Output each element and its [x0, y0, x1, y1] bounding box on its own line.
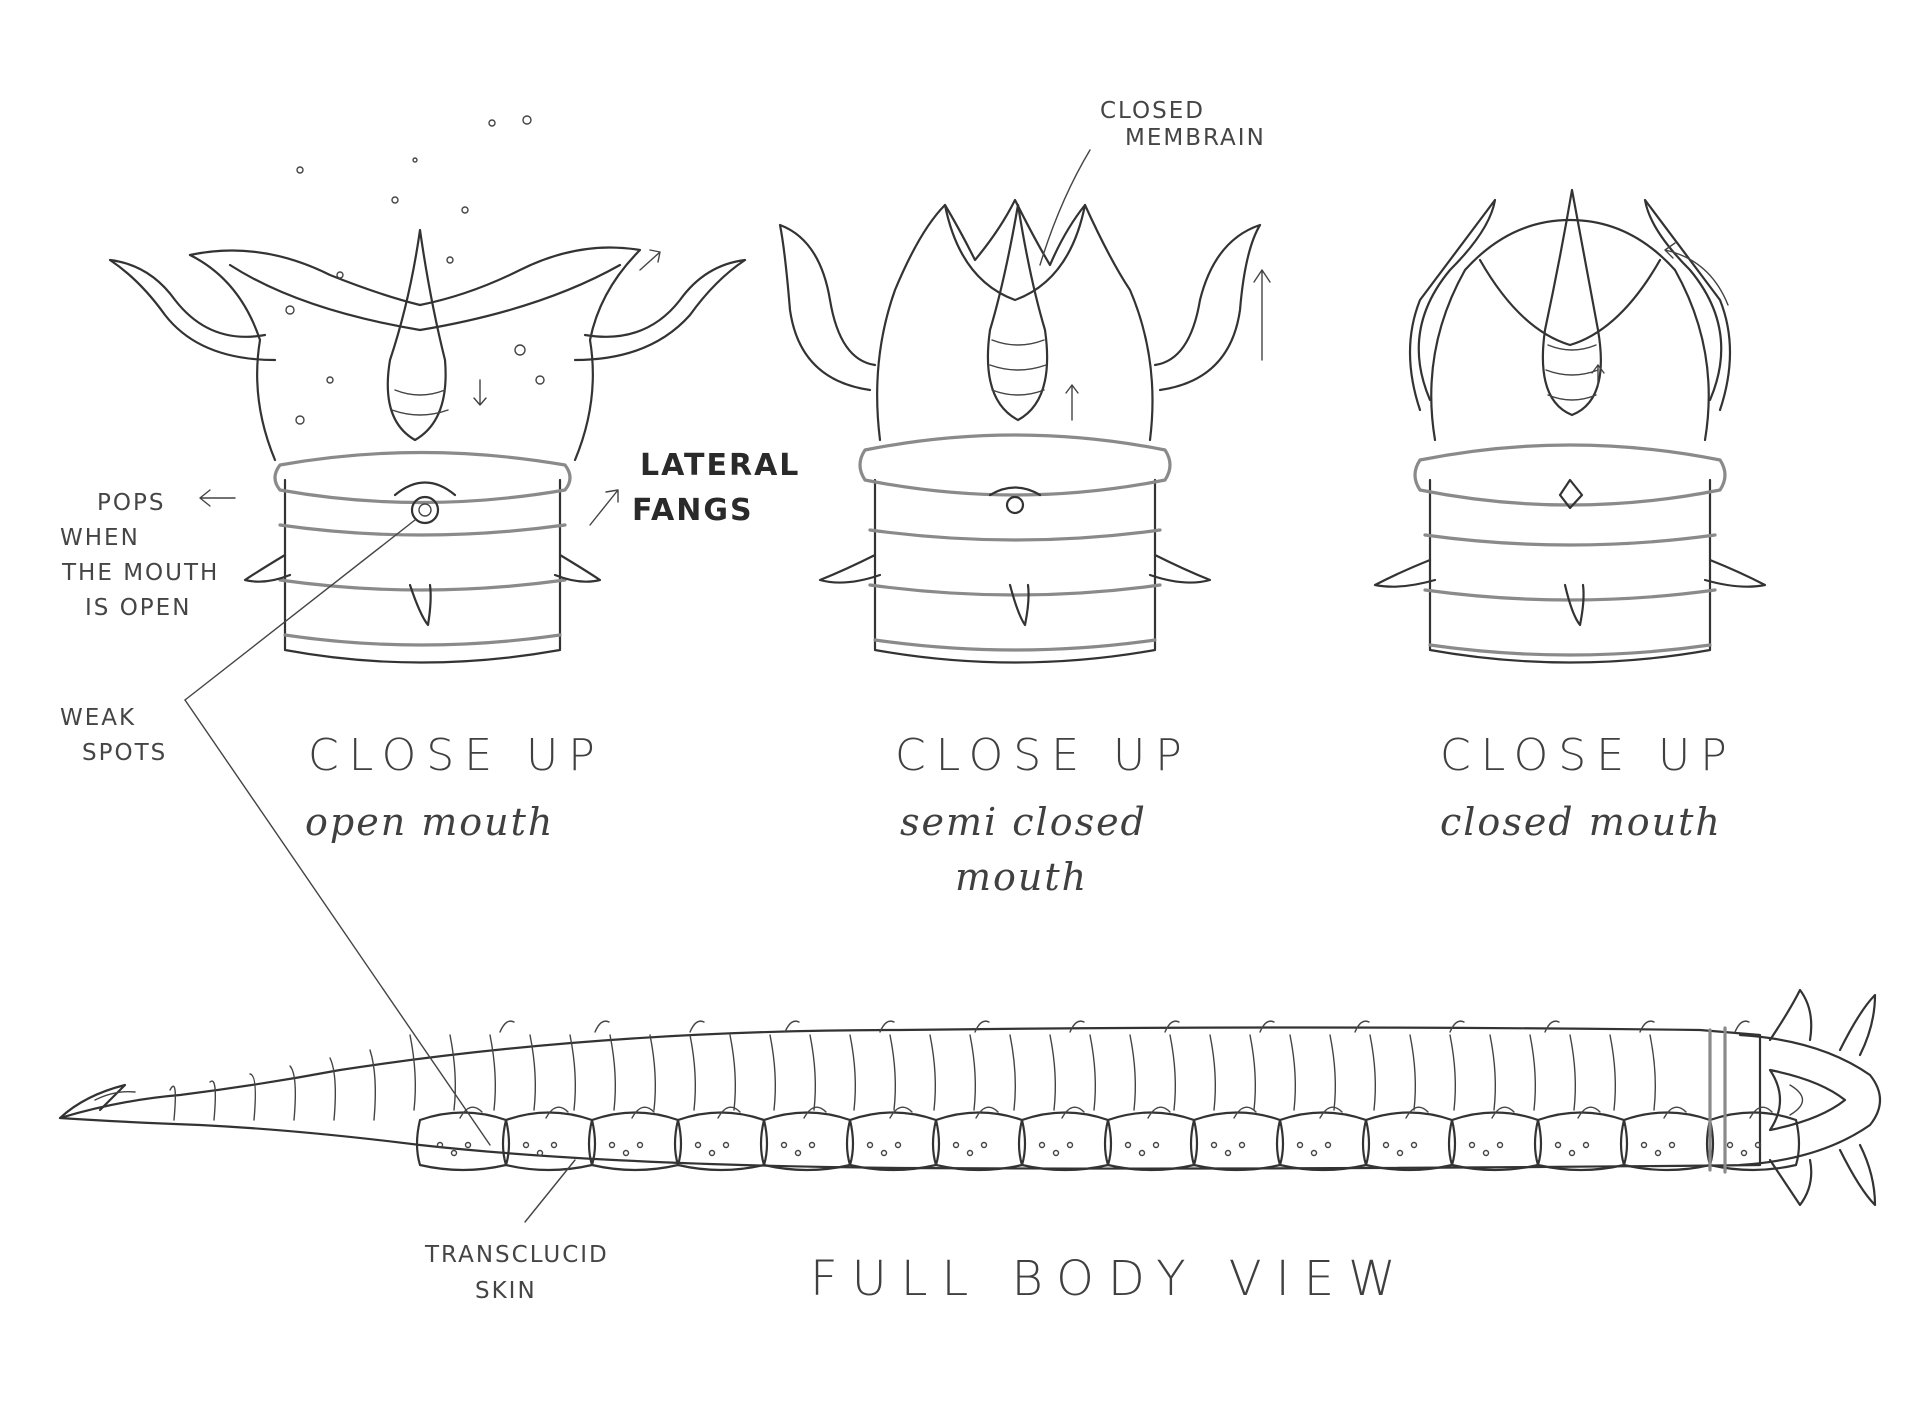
pops-line-2: WHEN	[60, 525, 140, 551]
panel-3-caption-line-1: closed mouth	[1440, 800, 1722, 844]
closed-membrain-line-1: CLOSED	[1100, 98, 1205, 124]
transclucid-leader	[524, 1159, 576, 1223]
lateral-fangs-label: LATERAL FANGS	[632, 448, 800, 528]
panel-1-caption-line-1: open mouth	[305, 800, 554, 844]
pops-line-3: THE MOUTH	[61, 560, 219, 586]
pops-label: POPS WHEN THE MOUTH IS OPEN	[60, 490, 219, 621]
pops-arrow	[199, 489, 236, 507]
transclucid-line-1: TRANSCLUCID	[424, 1242, 609, 1268]
head-open-mouth-drawing	[108, 115, 747, 664]
panel-2-caption-line-2: mouth	[955, 855, 1088, 899]
pops-line-4: IS OPEN	[85, 595, 191, 621]
panel-3-title: CLOSE UP	[1440, 730, 1737, 781]
panel-1-caption: CLOSE UP open mouth	[305, 730, 605, 844]
lateral-fangs-arrow	[589, 489, 619, 526]
pops-line-1: POPS	[97, 490, 165, 516]
panel-2-caption: CLOSE UP semi closed mouth	[895, 730, 1192, 899]
weak-spots-leaders	[184, 519, 491, 1146]
panel-3-caption: CLOSE UP closed mouth	[1440, 730, 1737, 844]
closed-membrain-line-2: MEMBRAIN	[1125, 125, 1266, 151]
panel-1-title: CLOSE UP	[308, 730, 605, 781]
transclucid-line-2: SKIN	[475, 1278, 537, 1304]
weak-spots-label: WEAK SPOTS	[60, 705, 167, 766]
panel-2-title: CLOSE UP	[895, 730, 1192, 781]
lateral-fangs-line-2: FANGS	[632, 493, 754, 528]
weak-spots-line-2: SPOTS	[82, 740, 167, 766]
full-body-drawing	[58, 988, 1882, 1207]
transclucid-skin-label: TRANSCLUCID SKIN	[424, 1242, 609, 1304]
head-semi-closed-mouth-drawing	[778, 149, 1271, 664]
closed-membrain-label: CLOSED MEMBRAIN	[1100, 98, 1266, 151]
lateral-fangs-line-1: LATERAL	[640, 448, 800, 483]
head-closed-mouth-drawing	[1373, 188, 1767, 664]
full-body-title: FULL BODY VIEW	[810, 1251, 1410, 1307]
weak-spots-line-1: WEAK	[60, 705, 136, 731]
panel-2-caption-line-1: semi closed	[900, 800, 1147, 844]
